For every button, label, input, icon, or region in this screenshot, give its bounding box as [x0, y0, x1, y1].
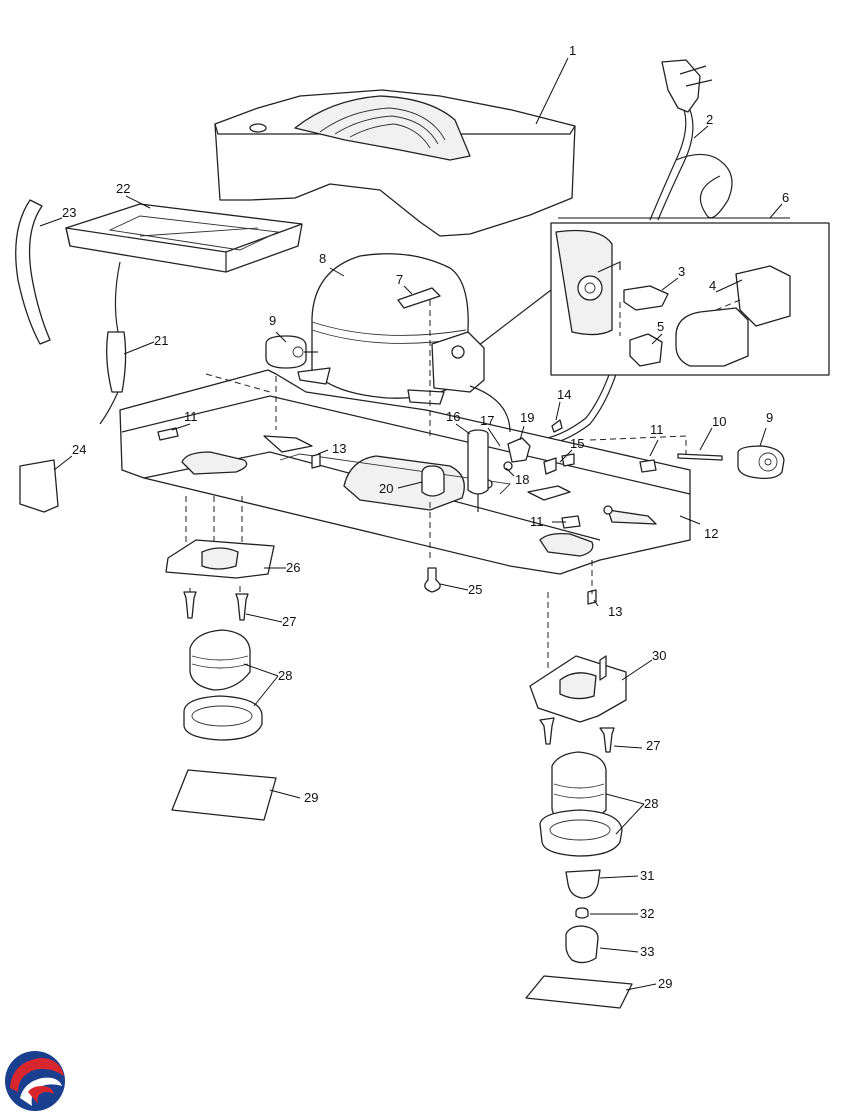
part-27-screw-left-a: [183, 591, 197, 619]
part-2-power-cord: [535, 59, 733, 447]
callout-29-right: 29: [658, 976, 672, 991]
callout-11-center: 11: [530, 514, 544, 529]
callout-31: 31: [640, 868, 654, 883]
part-16-filter-drier: [467, 429, 489, 512]
part-10-rod: [677, 453, 723, 461]
callout-3: 3: [678, 264, 685, 279]
callout-20: 20: [379, 481, 393, 496]
callout-32: 32: [640, 906, 654, 921]
part-4-relay-cover: [735, 265, 791, 327]
part-1-reservoir-tray: [214, 89, 576, 237]
part-3-relay-clip: [623, 285, 669, 311]
callout-21: 21: [154, 333, 168, 348]
part-29-label-left: [171, 769, 277, 821]
part-11-screw-right: [639, 459, 657, 473]
callout-28-left: 28: [278, 668, 292, 683]
callout-9-right: 9: [766, 410, 773, 425]
part-11-screw-center: [561, 515, 581, 529]
callout-8: 8: [319, 251, 326, 266]
callout-19: 19: [520, 410, 534, 425]
part-7-compressor-clip: [397, 287, 441, 309]
part-6-electrical-kit-box: [469, 222, 830, 376]
callout-13-left: 13: [332, 441, 346, 456]
assembly-line: [205, 373, 687, 454]
assembly-line: [547, 560, 593, 670]
callout-23: 23: [62, 205, 76, 220]
part-27-screw-right-b: [599, 727, 615, 753]
part-21-heater-wire: [99, 261, 127, 425]
callout-25: 25: [468, 582, 482, 597]
callout-24: 24: [72, 442, 86, 457]
part-18-bracket: [527, 485, 571, 501]
part-8-compressor: [297, 253, 485, 405]
callout-1: 1: [569, 43, 576, 58]
callout-15: 15: [570, 436, 584, 451]
callout-11-left: 11: [184, 409, 198, 424]
callout-10: 10: [712, 414, 726, 429]
part-20-gear-knob: [421, 465, 445, 497]
callout-12: 12: [704, 526, 718, 541]
assembly-line: [189, 586, 241, 600]
part-26-mounting-plate: [165, 539, 275, 579]
part-32-o-ring: [575, 907, 589, 919]
part-30-bracket: [529, 655, 627, 723]
callout-27-right: 27: [646, 738, 660, 753]
part-9-grommet-left: [265, 335, 318, 369]
callout-22: 22: [116, 181, 130, 196]
part-22-drip-tray: [65, 203, 303, 273]
part-13-screw-left: [311, 453, 321, 469]
callout-14: 14: [557, 387, 571, 402]
part-27-screw-left-b: [235, 593, 249, 621]
callout-26: 26: [286, 560, 300, 575]
part-24-clip: [19, 459, 59, 513]
part-14-screw: [551, 419, 563, 433]
callout-29-left: 29: [304, 790, 318, 805]
part-4-start-relay: [675, 307, 749, 367]
part-25-foot: [424, 567, 441, 593]
callout-4: 4: [709, 278, 716, 293]
callout-7: 7: [396, 272, 403, 287]
callout-2: 2: [706, 112, 713, 127]
callout-16: 16: [446, 409, 460, 424]
callout-13-right: 13: [608, 604, 622, 619]
callout-5: 5: [657, 319, 664, 334]
callout-18: 18: [515, 472, 529, 487]
part-19-valve: [469, 385, 531, 463]
callout-27-left: 27: [282, 614, 296, 629]
part-17-washer: [503, 461, 513, 471]
part-27-screw-right-a: [539, 717, 555, 745]
callout-labels: 1 2 3 4 5 6 7 8 9 9 10 11 11 11 12 13 13…: [62, 43, 789, 991]
part-23-drain-hose: [15, 199, 51, 345]
brand-swirl-logo: [5, 1051, 65, 1111]
callout-11-right: 11: [650, 422, 664, 437]
leader-lines: [39, 57, 790, 991]
part-9-grommet-right: [737, 445, 785, 480]
part-15-screws: [543, 453, 575, 475]
part-11-screw-left: [157, 427, 179, 441]
part-33-cap: [565, 925, 599, 964]
part-28-adapter-left: [183, 629, 263, 741]
callout-6: 6: [782, 190, 789, 205]
callout-30: 30: [652, 648, 666, 663]
part-28-adapter-right: [539, 751, 623, 857]
callout-9-left: 9: [269, 313, 276, 328]
callout-28-right: 28: [644, 796, 658, 811]
part-31-valve-body: [565, 869, 601, 899]
callout-17: 17: [480, 413, 494, 428]
callout-33: 33: [640, 944, 654, 959]
part-29-label-right: [525, 975, 633, 1009]
